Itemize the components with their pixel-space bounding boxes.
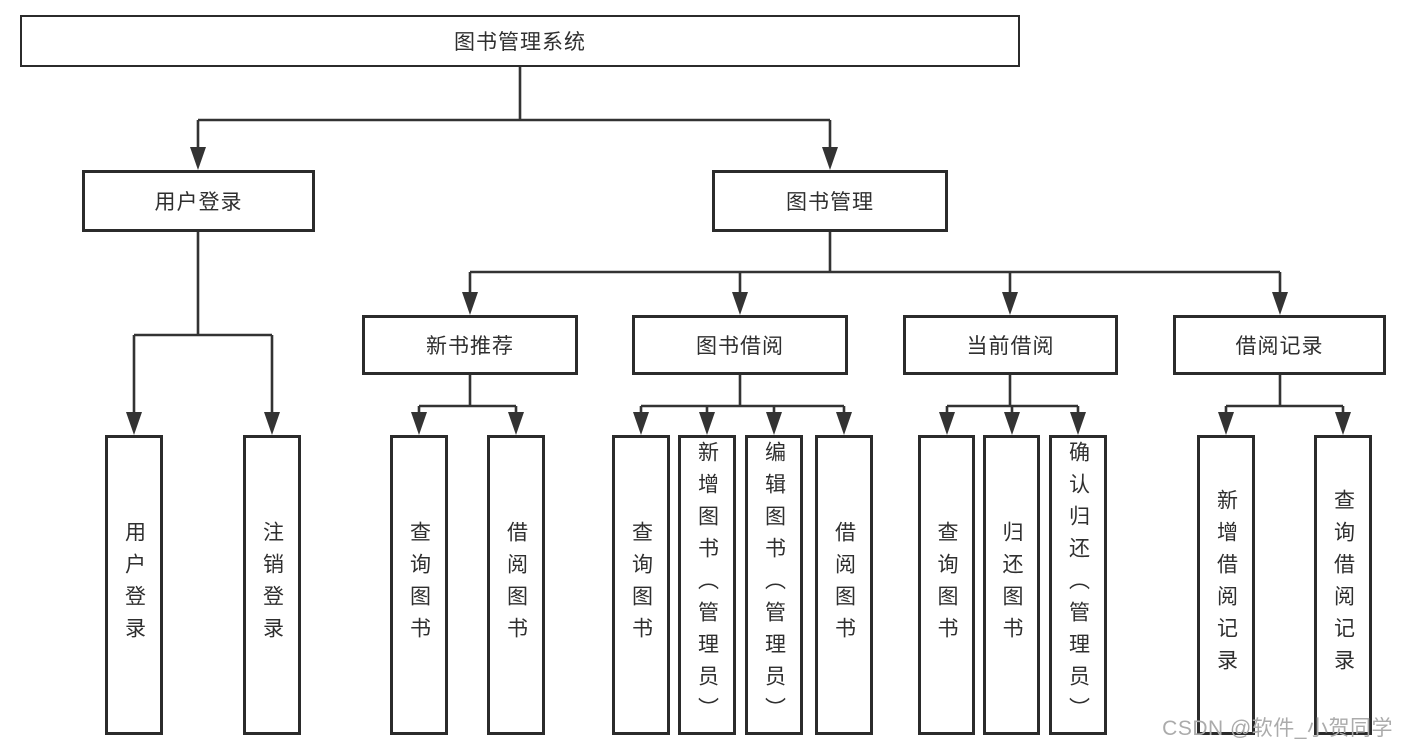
leaf-label: 借阅图书	[832, 521, 856, 649]
leaf-label: 新增借阅记录	[1214, 489, 1238, 681]
leaf-logout: 注销登录	[243, 435, 301, 735]
connector-book-borrow-to-leaves	[633, 375, 852, 435]
leaf-label: 新增图书（管理员）	[695, 441, 719, 729]
leaf-query-borrow-record: 查询借阅记录	[1314, 435, 1372, 735]
node-current-borrow: 当前借阅	[903, 315, 1118, 375]
node-label: 当前借阅	[966, 335, 1055, 358]
leaf-label: 查询借阅记录	[1331, 489, 1355, 681]
leaf-user-login: 用户登录	[105, 435, 163, 735]
connector-book-management-to-level3	[462, 232, 1288, 315]
leaf-label: 查询图书	[407, 521, 431, 649]
leaf-add-borrow-record: 新增借阅记录	[1197, 435, 1255, 735]
node-label: 新书推荐	[426, 335, 514, 358]
connector-borrow-records-to-leaves	[1218, 375, 1351, 435]
leaf-recommend-borrow-books: 借阅图书	[487, 435, 545, 735]
connector-root-to-level2	[190, 67, 838, 170]
leaf-label: 借阅图书	[504, 521, 528, 649]
node-label: 图书借阅	[696, 335, 784, 358]
node-label: 图书管理	[786, 191, 874, 214]
leaf-add-books-admin: 新增图书（管理员）	[678, 435, 736, 735]
connector-user-login-to-leaves	[126, 232, 280, 435]
node-book-management: 图书管理	[712, 170, 948, 232]
leaf-recommend-query-books: 查询图书	[390, 435, 448, 735]
leaf-label: 确认归还（管理员）	[1066, 441, 1090, 729]
leaf-label: 查询图书	[935, 521, 958, 649]
node-borrow-records: 借阅记录	[1173, 315, 1386, 375]
leaf-borrow-books: 借阅图书	[815, 435, 873, 735]
connector-current-borrow-to-leaves	[939, 375, 1086, 435]
csdn-watermark: CSDN @软件_小贺同学	[1162, 717, 1393, 740]
leaf-label: 编辑图书（管理员）	[762, 441, 786, 729]
leaf-current-query-books: 查询图书	[918, 435, 975, 735]
leaf-label: 注销登录	[260, 521, 284, 649]
leaf-borrow-query-books: 查询图书	[612, 435, 670, 735]
leaf-label: 查询图书	[629, 521, 653, 649]
node-label: 借阅记录	[1235, 335, 1324, 358]
leaf-confirm-return-admin: 确认归还（管理员）	[1049, 435, 1107, 735]
leaf-edit-books-admin: 编辑图书（管理员）	[745, 435, 803, 735]
node-root-library-system: 图书管理系统	[20, 15, 1020, 67]
node-user-login: 用户登录	[82, 170, 315, 232]
node-label: 用户登录	[154, 191, 243, 214]
leaf-label: 用户登录	[122, 521, 146, 649]
node-book-borrow: 图书借阅	[632, 315, 848, 375]
leaf-label: 归还图书	[1000, 521, 1023, 649]
node-new-book-recommend: 新书推荐	[362, 315, 578, 375]
node-label: 图书管理系统	[454, 31, 586, 54]
connector-new-book-recommend-to-leaves	[411, 375, 524, 435]
leaf-return-books: 归还图书	[983, 435, 1040, 735]
